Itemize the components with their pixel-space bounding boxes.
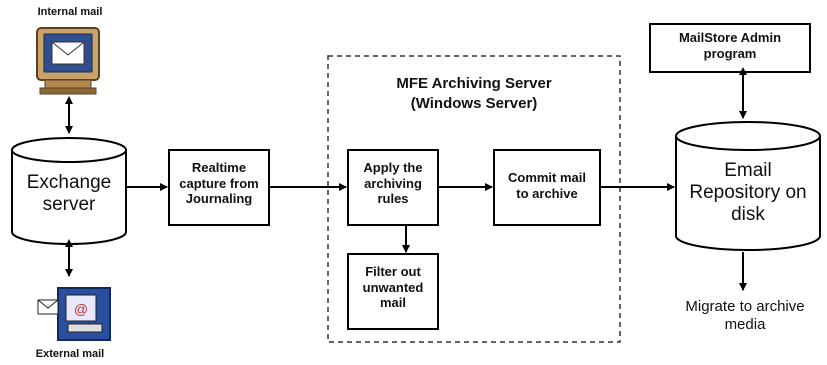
server-title-line2: (Windows Server) [410,95,538,112]
apply-rules-label: Apply the archiving rules [363,160,423,207]
realtime-capture-box [168,149,270,226]
exchange-server-label: Exchange server [26,172,112,215]
monitor-envelope-icon [36,27,100,95]
archiving-server-container [327,55,621,343]
email-repository-cylinder [675,121,821,251]
realtime-capture-label: Realtime capture from Journaling [179,160,259,207]
email-repository-label: Email Repository on disk [689,160,807,225]
commit-mail-box [493,149,601,226]
migrate-label: Migrate to archive media [685,298,805,333]
admin-program-box [649,23,811,73]
external-mail-label: External mail [35,348,105,360]
filter-mail-label: Filter out unwanted mail [362,264,424,311]
admin-program-label: MailStore Admin program [678,30,782,61]
commit-mail-label: Commit mail to archive [507,170,586,201]
internal-mail-label: Internal mail [37,6,103,18]
exchange-server-cylinder [11,137,127,245]
svg-text:@: @ [74,301,88,317]
filter-mail-box [347,253,439,330]
computer-envelope-icon: @ [37,287,111,341]
server-title-line1: MFE Archiving Server [396,75,552,92]
